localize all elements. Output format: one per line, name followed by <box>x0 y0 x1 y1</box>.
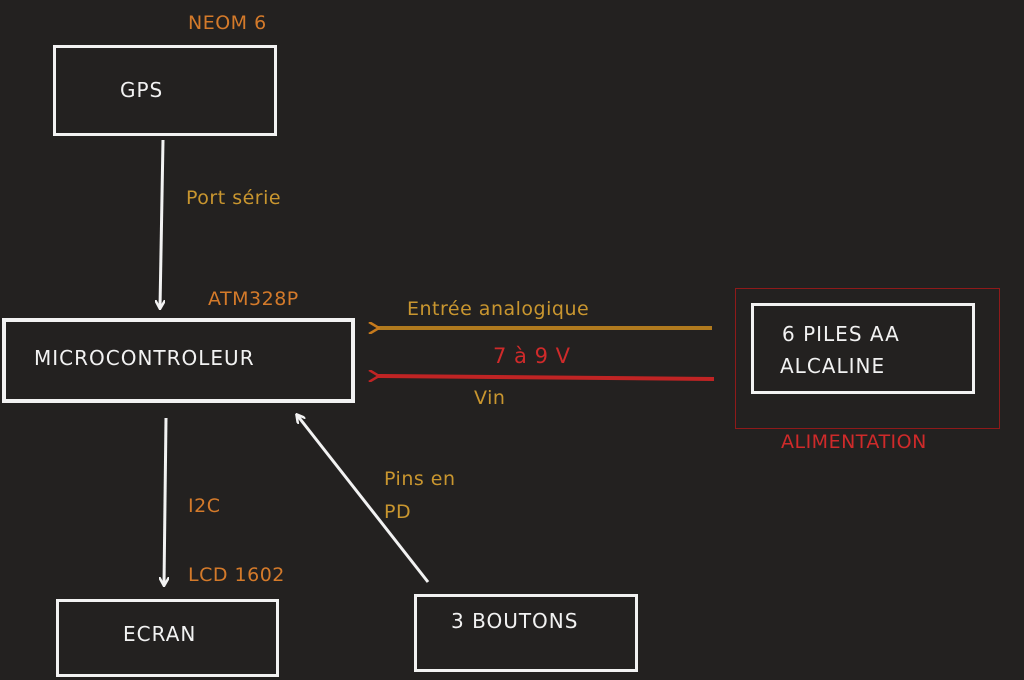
label-alimentation: ALIMENTATION <box>781 431 927 453</box>
piles-box-label-line1: 6 PILES AA <box>782 322 900 346</box>
power-group-frame <box>735 288 1000 429</box>
piles-box-label-line2: ALCALINE <box>780 354 886 378</box>
microcontroller-box-label: MICROCONTROLEUR <box>34 346 255 370</box>
label-port-serie: Port série <box>186 187 282 209</box>
gps-box-label: GPS <box>120 78 164 102</box>
microcontroller-box: MICROCONTROLEUR <box>2 318 355 403</box>
ecran-box: ECRAN <box>56 599 279 677</box>
label-neom: NEOM 6 <box>188 12 267 34</box>
ecran-box-label: ECRAN <box>123 622 197 646</box>
arrow-boutons-to-micro <box>297 415 430 583</box>
label-pins-line2: PD <box>384 501 412 523</box>
label-lcd: LCD 1602 <box>188 564 285 586</box>
label-i2c: I2C <box>188 495 221 517</box>
label-vin: Vin <box>474 387 506 409</box>
boutons-box: 3 BOUTONS <box>414 594 638 672</box>
boutons-box-label: 3 BOUTONS <box>451 609 579 633</box>
label-pins-line1: Pins en <box>384 468 456 490</box>
label-voltage: 7 à 9 V <box>493 344 571 368</box>
label-atm: ATM328P <box>208 288 299 310</box>
arrow-micro-to-ecran <box>164 417 166 585</box>
gps-box: GPS <box>53 45 277 136</box>
arrow-gps-to-micro <box>160 139 163 308</box>
label-entree-analogique: Entrée analogique <box>407 298 590 320</box>
arrow-vin <box>378 376 715 379</box>
piles-box: 6 PILES AA ALCALINE <box>751 303 975 394</box>
